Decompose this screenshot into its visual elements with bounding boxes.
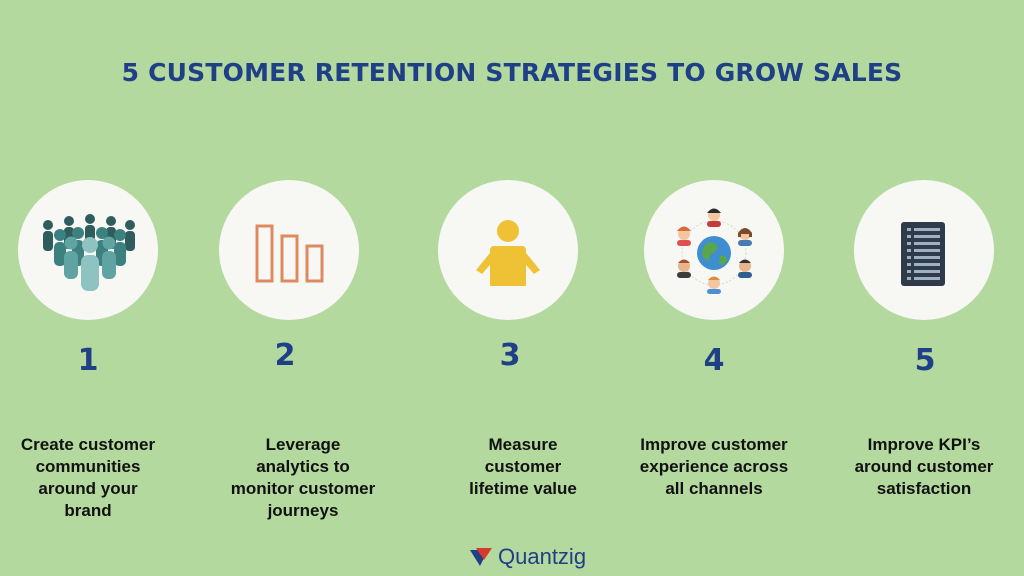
person-icon — [476, 220, 540, 286]
strategy-1-description: Create customer communities around your … — [20, 435, 156, 520]
global-customers-icon — [677, 208, 752, 294]
strategy-3-number: 3 — [499, 338, 521, 373]
strategy-4-number: 4 — [703, 343, 725, 378]
brand-name: Quantzig — [498, 544, 587, 569]
quantzig-logo: Quantzig — [468, 544, 586, 570]
strategy-5-number: 5 — [914, 343, 936, 378]
strategy-5-description: Improve KPI’s around customer satisfacti… — [854, 435, 994, 498]
page-title: 5 CUSTOMER RETENTION STRATEGIES TO GROW … — [121, 58, 903, 87]
strategy-5-circle — [854, 180, 994, 320]
strategy-1-circle — [18, 180, 158, 320]
strategy-1-number: 1 — [77, 343, 99, 378]
strategy-2-description: Leverage analytics to monitor customer j… — [230, 435, 376, 520]
strategy-3-circle — [438, 180, 578, 320]
strategy-3-description: Measure customer lifetime value — [469, 435, 577, 498]
quantzig-logo-icon — [470, 548, 492, 566]
people-group-icon — [43, 214, 135, 291]
strategy-2-number: 2 — [274, 338, 296, 373]
bar-chart-icon — [255, 224, 324, 283]
server-list-icon — [901, 222, 945, 286]
strategy-4-description: Improve customer experience across all c… — [639, 435, 789, 498]
strategy-2-circle — [219, 180, 359, 320]
strategy-4-circle — [644, 180, 784, 320]
